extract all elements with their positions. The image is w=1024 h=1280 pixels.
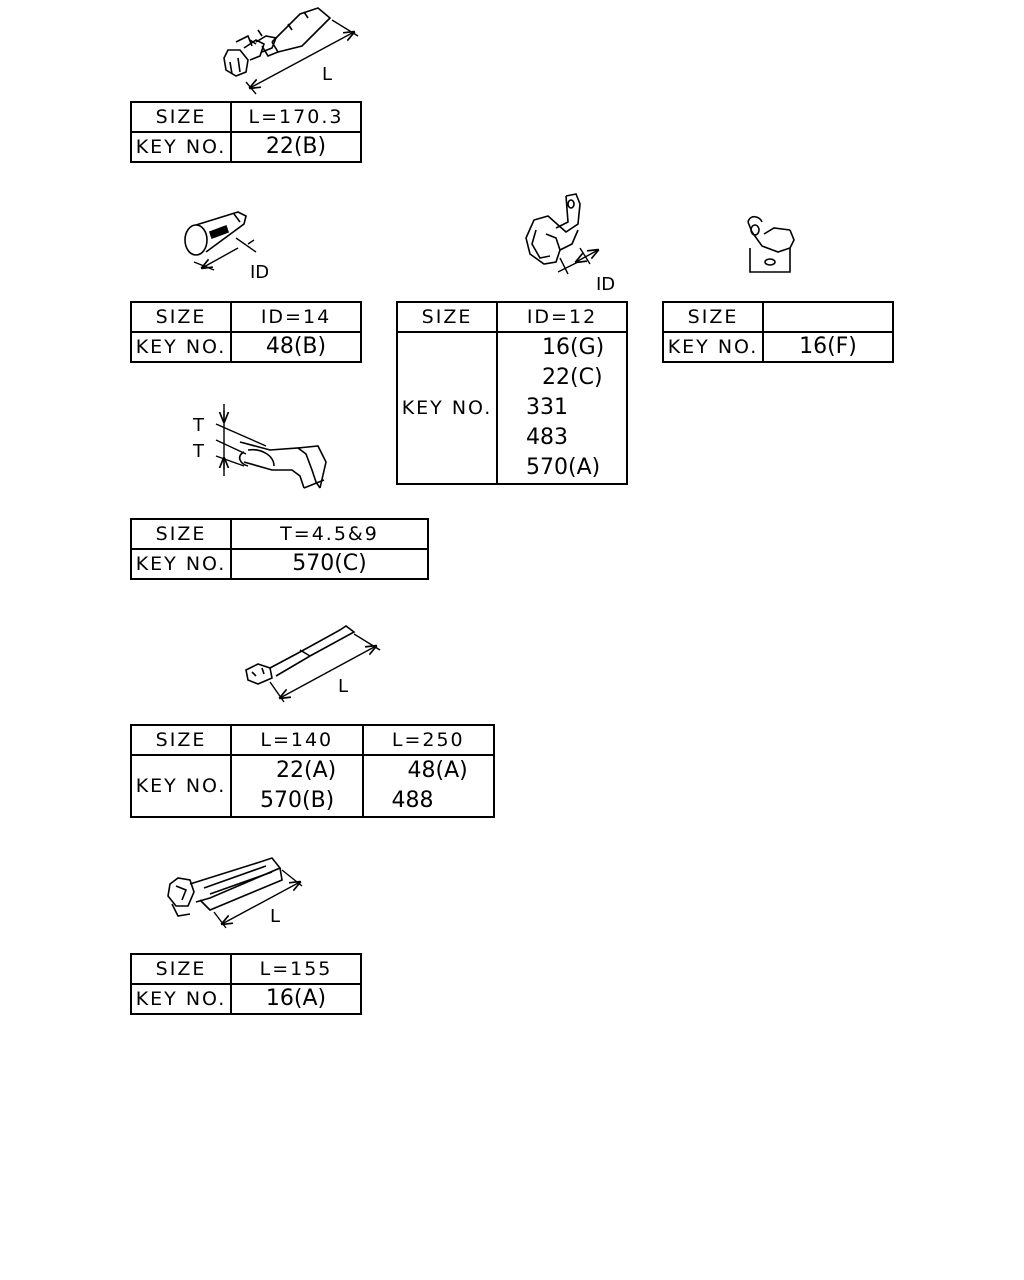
size-label: SIZE xyxy=(662,301,764,333)
key-no-label: KEY NO. xyxy=(130,131,232,163)
key-no-label: KEY NO. xyxy=(130,983,232,1015)
dimension-line-id-1 xyxy=(193,237,257,271)
size-label: SIZE xyxy=(130,953,232,985)
size-row: SIZE L=140 L=250 xyxy=(130,724,495,756)
hose-clip-icon xyxy=(184,211,247,256)
key-row: KEY NO. 570(C) xyxy=(130,548,429,580)
dim-label-5b: T xyxy=(192,441,205,462)
key-value: 16(G) xyxy=(542,335,605,360)
key-row: KEY NO. 48(B) xyxy=(130,331,362,363)
size-label: SIZE xyxy=(130,301,232,333)
spec-table-1: SIZE L=170.3 KEY NO. 22(B) xyxy=(130,101,362,163)
dimension-line-t xyxy=(215,404,267,476)
dim-label-6: L xyxy=(338,676,348,697)
key-no-label: KEY NO. xyxy=(130,548,232,580)
size-value: L=140 xyxy=(230,724,364,756)
key-value: 488 xyxy=(391,788,434,813)
key-value: 48(A) xyxy=(407,758,468,783)
key-value: 22(B) xyxy=(230,131,362,163)
cable-tie-clip-icon xyxy=(223,7,332,77)
key-row: KEY NO. 16(G) 22(C) 331 483 570(A) xyxy=(396,331,628,485)
size-label: SIZE xyxy=(130,101,232,133)
dim-label-2: ID xyxy=(250,262,269,283)
dim-label-5a: T xyxy=(192,415,205,436)
size-row: SIZE xyxy=(662,301,894,333)
dimension-line-l-2 xyxy=(269,633,381,703)
key-value: 22(A) xyxy=(276,758,337,783)
size-value: T=4.5&9 xyxy=(230,518,429,550)
size-row: SIZE T=4.5&9 xyxy=(130,518,429,550)
spec-table-2: SIZE ID=14 KEY NO. 48(B) xyxy=(130,301,362,363)
key-value: 16(A) xyxy=(230,983,362,1015)
dimension-line-id-2 xyxy=(557,247,598,275)
p-clip-tab-icon xyxy=(525,193,581,265)
half-clip-icon xyxy=(747,215,795,273)
dim-label-1: L xyxy=(322,64,332,85)
dim-label-7: L xyxy=(270,906,280,927)
strap-clip-icon xyxy=(167,857,283,917)
key-value-list: 16(G) 22(C) 331 483 570(A) xyxy=(496,331,628,485)
dim-label-3: ID xyxy=(596,274,615,295)
size-value: L=155 xyxy=(230,953,362,985)
key-row: KEY NO. 16(F) xyxy=(662,331,894,363)
size-row: SIZE ID=12 xyxy=(396,301,628,333)
size-value xyxy=(762,301,894,333)
size-value: L=250 xyxy=(361,724,495,756)
key-row: KEY NO. 22(A) 570(B) 48(A) 488 xyxy=(130,754,495,818)
size-value: ID=14 xyxy=(230,301,362,333)
key-value: 22(C) xyxy=(542,365,603,390)
size-row: SIZE ID=14 xyxy=(130,301,362,333)
key-value: 483 xyxy=(526,425,568,450)
dimension-line-l-3 xyxy=(213,869,302,929)
key-no-label: KEY NO. xyxy=(396,331,498,485)
spec-table-4: SIZE KEY NO. 16(F) xyxy=(662,301,894,363)
key-row: KEY NO. 22(B) xyxy=(130,131,362,163)
spec-table-5: SIZE T=4.5&9 KEY NO. 570(C) xyxy=(130,518,429,580)
size-value: L=170.3 xyxy=(230,101,362,133)
size-row: SIZE L=155 xyxy=(130,953,362,985)
spec-table-7: SIZE L=155 KEY NO. 16(A) xyxy=(130,953,362,1015)
size-label: SIZE xyxy=(396,301,498,333)
size-row: SIZE L=170.3 xyxy=(130,101,362,133)
key-row: KEY NO. 16(A) xyxy=(130,983,362,1015)
dimension-line-l xyxy=(245,19,359,95)
key-no-label: KEY NO. xyxy=(130,331,232,363)
key-value: 570(B) xyxy=(260,788,335,813)
key-value-list: 22(A) 570(B) xyxy=(230,754,364,818)
key-value: 16(F) xyxy=(762,331,894,363)
spec-table-3: SIZE ID=12 KEY NO. 16(G) 22(C) 331 483 5… xyxy=(396,301,628,485)
size-value: ID=12 xyxy=(496,301,628,333)
key-no-label: KEY NO. xyxy=(662,331,764,363)
size-label: SIZE xyxy=(130,518,232,550)
key-value-list: 48(A) 488 xyxy=(361,754,495,818)
key-no-label: KEY NO. xyxy=(130,754,232,818)
bracket-clip-icon xyxy=(238,441,327,489)
key-value: 48(B) xyxy=(230,331,362,363)
key-value: 331 xyxy=(526,395,568,420)
size-label: SIZE xyxy=(130,724,232,756)
spec-table-6: SIZE L=140 L=250 KEY NO. 22(A) 570(B) 48… xyxy=(130,724,495,818)
key-value: 570(A) xyxy=(526,455,601,480)
key-value: 570(C) xyxy=(230,548,429,580)
